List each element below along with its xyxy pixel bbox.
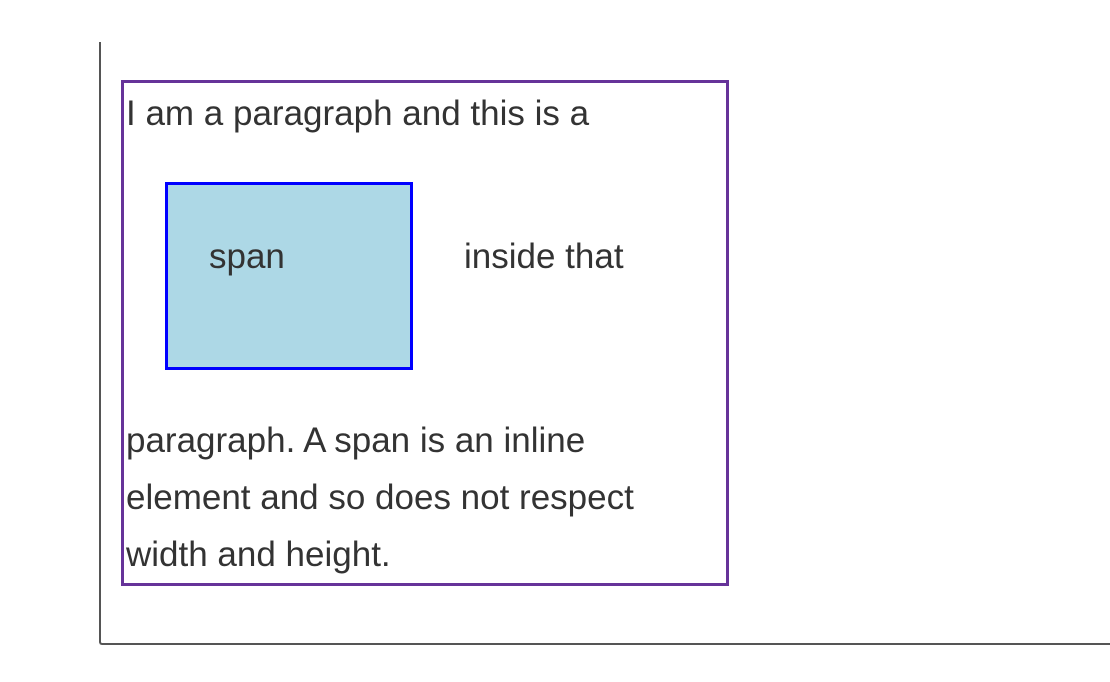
span-box: [165, 182, 413, 370]
paragraph-box: [121, 80, 729, 586]
paragraph-line-5: width and height.: [126, 535, 391, 574]
span-label: span: [209, 237, 285, 276]
demo-frame: [99, 42, 1110, 645]
paragraph-line-1: I am a paragraph and this is a: [126, 94, 590, 133]
paragraph-line-4: element and so does not respect: [126, 478, 634, 517]
paragraph-line-2: inside that: [464, 237, 624, 276]
paragraph-line-3: paragraph. A span is an inline: [126, 421, 586, 460]
